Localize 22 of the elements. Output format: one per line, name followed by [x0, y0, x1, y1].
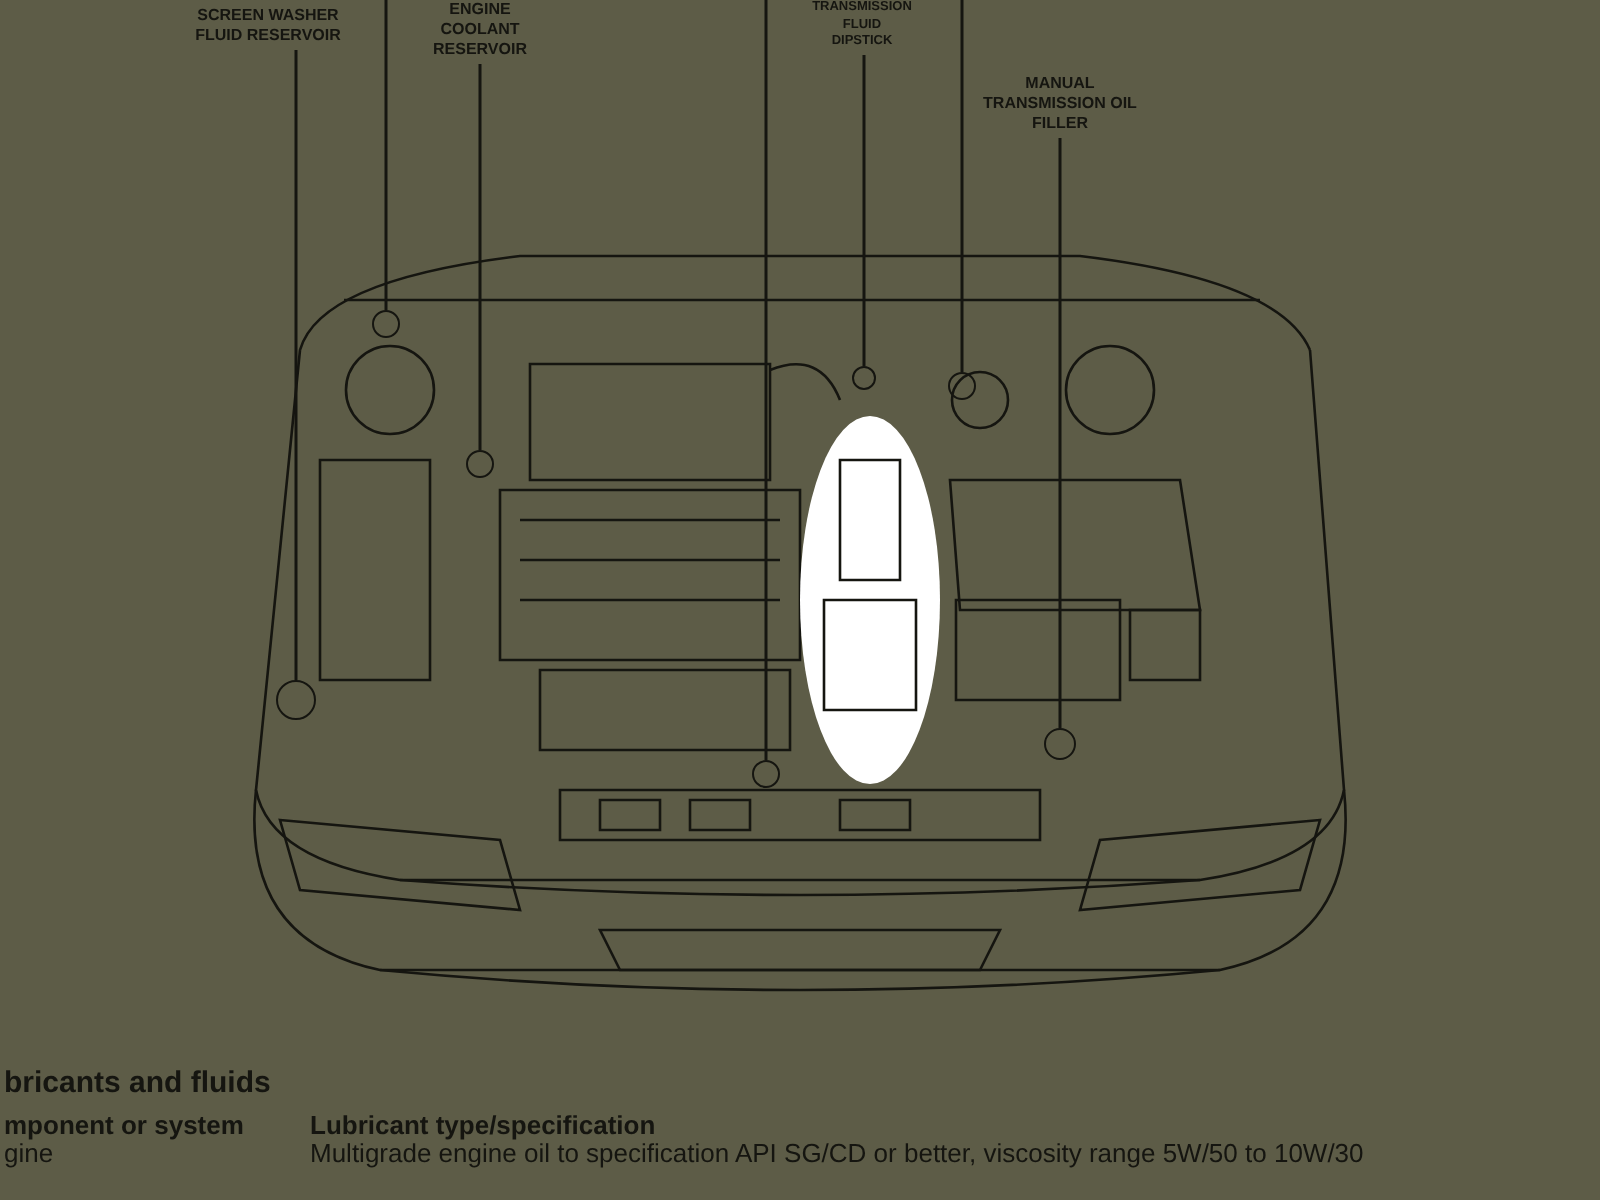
section-heading: bricants and fluids: [4, 1066, 271, 1100]
leader-line: [294, 50, 298, 680]
part-label: MANUAL TRANSMISSION OIL FILLER: [980, 74, 1140, 134]
part-marker: [1044, 728, 1076, 760]
leader-line: [1058, 138, 1062, 728]
leader-line: [478, 64, 482, 450]
part-marker: [276, 680, 316, 720]
leader-line: [862, 55, 866, 366]
column-header: mponent or system: [4, 1110, 244, 1140]
table-cell: Multigrade engine oil to specification API SG/CD or better, viscosity range 5W/50 to 10W/30: [310, 1138, 1364, 1168]
column-header: Lubricant type/specification: [310, 1110, 656, 1140]
part-label: ENGINE COOLANT RESERVOIR: [420, 0, 540, 60]
part-marker: [466, 450, 494, 478]
part-marker: [372, 310, 400, 338]
leader-line: [764, 0, 768, 760]
part-marker: [852, 366, 876, 390]
part-label: SCREEN WASHER FLUID RESERVOIR: [192, 6, 344, 46]
part-marker: [752, 760, 780, 788]
leader-line: [960, 0, 964, 372]
table-cell: gine: [4, 1138, 54, 1168]
part-marker: [948, 372, 976, 400]
leader-line: [384, 0, 388, 310]
